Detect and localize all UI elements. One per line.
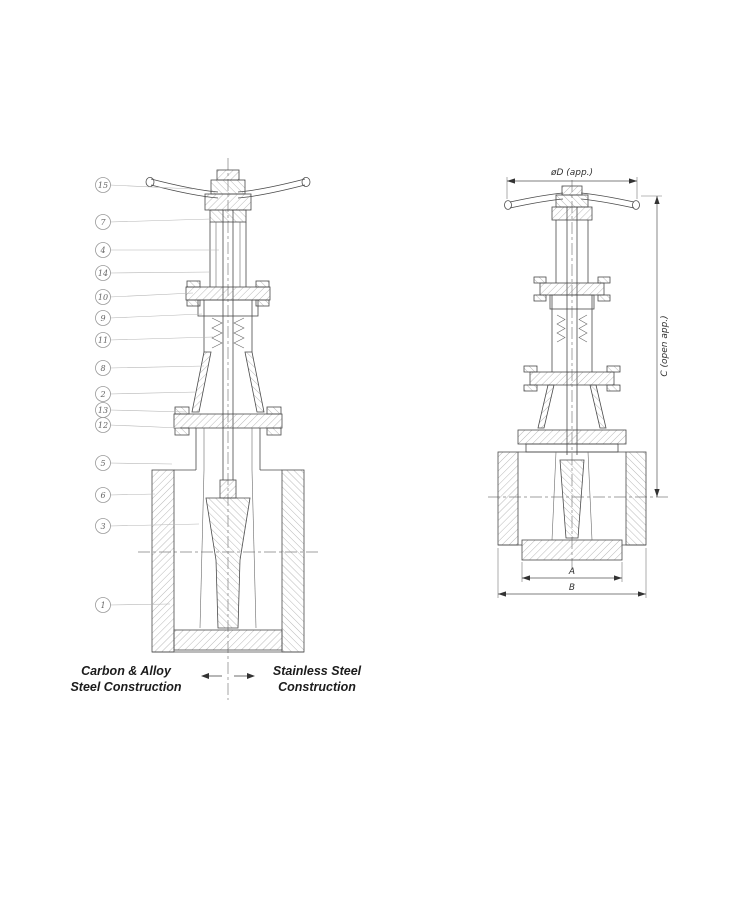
dim-height-C: C (open app.) — [641, 195, 670, 497]
left-body — [151, 469, 305, 653]
callout-12: 12 — [95, 417, 181, 433]
left-body-neck — [195, 428, 261, 470]
callout-15: 15 — [95, 177, 194, 193]
callout-10: 10 — [95, 289, 194, 305]
callout-13: 13 — [95, 402, 187, 418]
right-stem-nut-assembly — [551, 185, 593, 221]
dim-label-A: A — [568, 567, 575, 577]
dim-label-D: øD (app.) — [550, 168, 593, 178]
svg-text:13: 13 — [98, 406, 108, 415]
svg-text:15: 15 — [98, 181, 108, 190]
svg-text:4: 4 — [99, 246, 105, 255]
callouts: 15 7 4 14 10 9 11 — [95, 177, 219, 613]
callout-4: 4 — [95, 242, 219, 258]
callout-11: 11 — [95, 332, 214, 348]
svg-text:8: 8 — [100, 364, 105, 373]
left-packing-spring — [203, 300, 253, 352]
left-bonnet-flange — [173, 406, 283, 436]
caption-carbon-steel: Carbon & Alloy Steel Construction — [55, 663, 197, 695]
callout-2: 2 — [95, 386, 198, 402]
caption-stainless-line2: Construction — [278, 680, 356, 694]
svg-text:14: 14 — [98, 269, 108, 278]
caption-stainless-line1: Stainless Steel — [272, 664, 362, 678]
callout-8: 8 — [95, 360, 205, 376]
callout-14: 14 — [95, 265, 212, 281]
callout-3: 3 — [95, 518, 200, 534]
right-bonnet — [537, 384, 607, 429]
right-gate-wedge — [559, 459, 585, 539]
svg-text:7: 7 — [100, 218, 106, 227]
svg-text:6: 6 — [100, 491, 105, 500]
right-body — [497, 429, 647, 561]
svg-text:9: 9 — [100, 314, 105, 323]
right-stem-yoke — [555, 207, 589, 455]
right-valve-dimension-view: øD (app.) C (open app.) A B — [488, 168, 670, 598]
callout-5: 5 — [95, 455, 173, 471]
left-valve-section-view — [138, 158, 318, 700]
left-wedge-connector — [219, 479, 237, 499]
svg-text:5: 5 — [100, 459, 105, 468]
caption-carbon-line2: Steel Construction — [70, 680, 182, 694]
right-bonnet-flange — [523, 365, 621, 392]
left-stem-nut-assembly — [204, 169, 252, 223]
callout-9: 9 — [95, 310, 203, 326]
construction-split-arrows — [201, 673, 255, 679]
svg-text:2: 2 — [99, 390, 105, 399]
left-body-bottom — [173, 629, 283, 651]
right-body-bottom — [521, 539, 623, 561]
left-bonnet — [191, 351, 265, 413]
callout-7: 7 — [95, 214, 212, 230]
left-gland-flange — [185, 280, 271, 317]
svg-text:3: 3 — [100, 522, 105, 531]
svg-text:10: 10 — [98, 293, 108, 302]
svg-text:12: 12 — [98, 421, 108, 430]
dim-diameter-D: øD (app.) — [506, 168, 638, 199]
right-packing-spring — [551, 295, 593, 372]
caption-stainless-steel: Stainless Steel Construction — [246, 663, 388, 695]
caption-carbon-line1: Carbon & Alloy — [81, 664, 171, 678]
dim-label-B: B — [569, 583, 575, 593]
left-yoke — [209, 222, 247, 287]
callout-6: 6 — [95, 487, 156, 503]
dim-label-C: C (open app.) — [660, 315, 670, 376]
callout-1: 1 — [95, 597, 171, 613]
dim-width-B: B — [497, 548, 647, 598]
svg-text:1: 1 — [100, 601, 105, 610]
left-stem — [222, 210, 234, 480]
svg-text:11: 11 — [98, 336, 108, 345]
right-gland-flange — [533, 276, 611, 310]
dim-width-A: A — [521, 562, 623, 582]
left-gate-wedge — [205, 497, 251, 629]
